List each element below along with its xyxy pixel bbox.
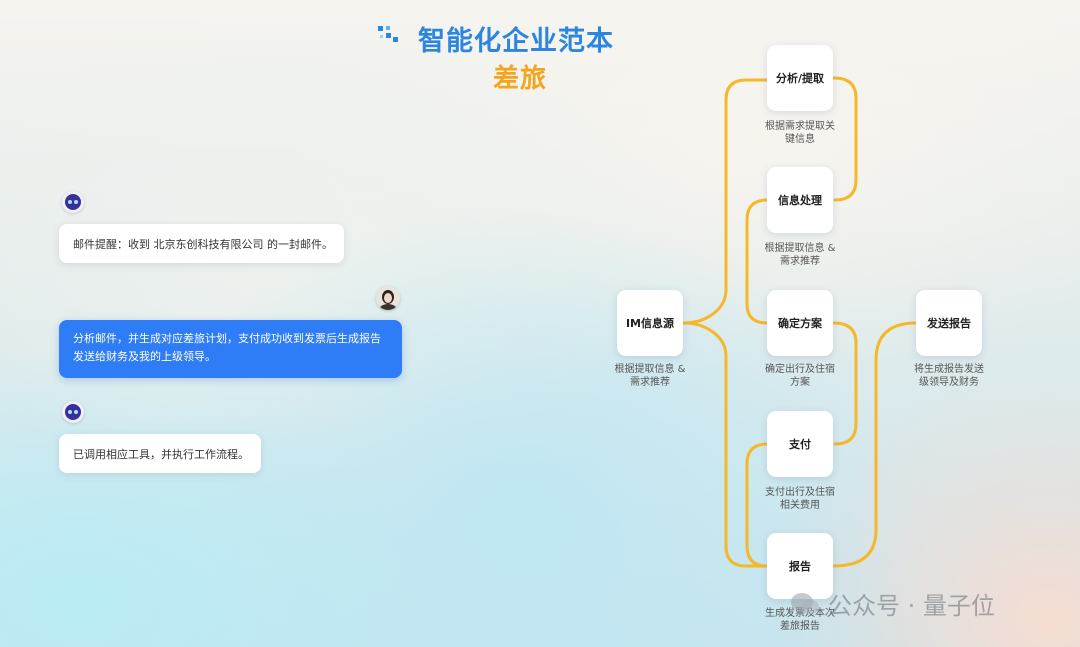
- user-request-line-1: 分析邮件，并生成对应差旅计划，支付成功收到发票后生成报告: [73, 332, 381, 345]
- connector-pay-report: [745, 442, 769, 568]
- connector-im-report: [682, 321, 769, 568]
- node-send-report-desc: 将生成报告发送级领导及财务: [914, 364, 984, 388]
- wechat-icon: [791, 592, 819, 614]
- title-grid-icon: [378, 26, 398, 42]
- page-title: 智能化企业范本: [418, 26, 614, 57]
- node-info-processing-desc: 根据提取信息 &需求推荐: [764, 243, 836, 267]
- node-analyze-extract: 分析/提取: [767, 45, 833, 111]
- user-avatar: [376, 286, 400, 310]
- node-send-report: 发送报告: [916, 290, 982, 356]
- connector-analyze-process: [832, 76, 858, 202]
- user-request-line-2: 发送给财务及我的上级领导。: [73, 350, 216, 363]
- node-report-desc: 生成发票及本次差旅报告: [765, 608, 835, 632]
- node-report: 报告: [767, 533, 833, 599]
- node-analyze-extract-desc: 根据需求提取关键信息: [765, 121, 835, 145]
- node-confirm-plan: 确定方案: [767, 290, 833, 356]
- connector-process-plan: [745, 198, 769, 325]
- node-im-source-desc: 根据提取信息 &需求推荐: [614, 364, 686, 388]
- page-subtitle: 差旅: [493, 64, 548, 94]
- node-info-processing: 信息处理: [767, 167, 833, 233]
- node-payment-desc: 支付出行及住宿相关费用: [765, 487, 835, 511]
- node-im-source: IM信息源: [617, 290, 683, 356]
- robot-icon: [65, 194, 81, 210]
- bot-avatar-2: [62, 401, 84, 423]
- chat-message-user-request: 分析邮件，并生成对应差旅计划，支付成功收到发票后生成报告 发送给财务及我的上级领…: [59, 320, 402, 378]
- connector-im-analyze: [682, 78, 769, 325]
- chat-message-email-alert: 邮件提醒：收到 北京东创科技有限公司 的一封邮件。: [59, 224, 344, 263]
- node-confirm-plan-desc: 确定出行及住宿方案: [765, 364, 835, 388]
- robot-icon: [65, 404, 81, 420]
- node-payment: 支付: [767, 411, 833, 477]
- chat-message-bot-reply: 已调用相应工具，并执行工作流程。: [59, 434, 261, 473]
- watermark: 公众号 · 量子位: [790, 586, 995, 621]
- watermark-text: 公众号 · 量子位: [828, 592, 995, 620]
- bot-avatar: [62, 191, 84, 213]
- connector-plan-pay: [832, 321, 858, 446]
- connector-report-send: [832, 321, 918, 568]
